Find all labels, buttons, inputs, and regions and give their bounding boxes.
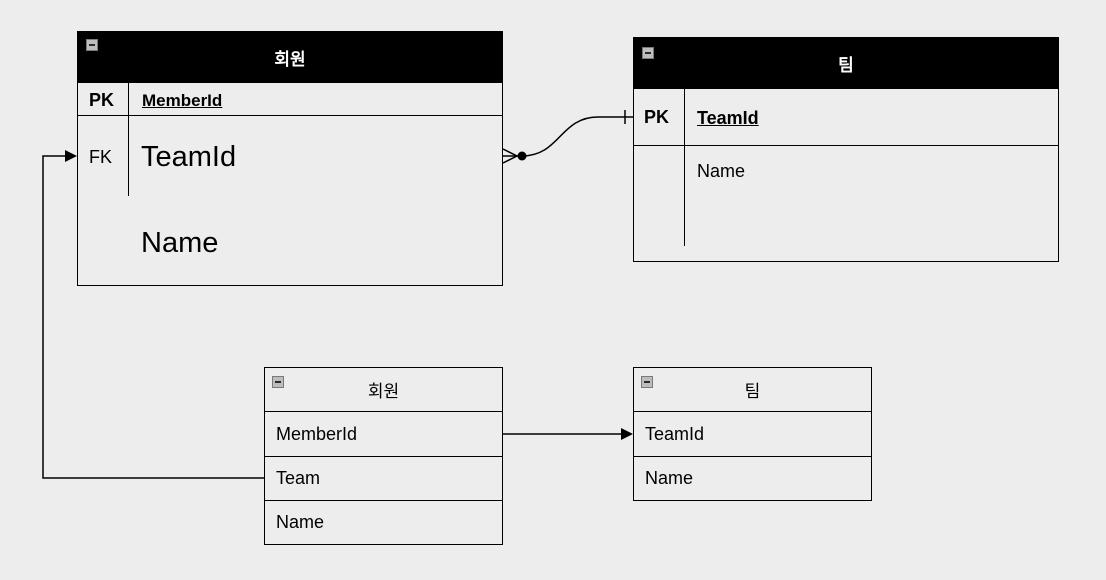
object-team-field-row: Name	[634, 456, 871, 500]
object-member-field-row: Team	[265, 456, 502, 500]
object-member-header: 회원	[265, 368, 502, 412]
erd-team-key-column-divider	[684, 89, 685, 246]
object-team-field-teamid: TeamId	[645, 423, 705, 444]
object-team-field-name: Name	[645, 468, 694, 488]
object-member-field-name: Name	[276, 512, 325, 532]
erd-team-table: 팀 PK TeamId Name	[633, 37, 1059, 262]
collapse-icon[interactable]	[272, 376, 284, 388]
object-member-field-row: MemberId	[265, 412, 502, 456]
erd-member-title: 회원	[274, 50, 306, 69]
object-team-class: 팀 TeamId Name	[633, 367, 872, 501]
arrow-head-icon	[65, 150, 77, 162]
optional-circle-icon	[517, 151, 527, 161]
object-team-header: 팀	[634, 368, 871, 412]
erd-team-pk-label: PK	[644, 107, 670, 127]
erd-member-pk-field: MemberId	[142, 91, 223, 110]
erd-team-header: 팀	[634, 38, 1058, 89]
arrow-head-icon	[621, 428, 633, 440]
erd-team-name-field: Name	[697, 161, 746, 181]
erd-member-name-field: Name	[141, 227, 219, 259]
object-member-field-team: Team	[276, 468, 321, 488]
erd-team-title: 팀	[838, 56, 854, 75]
object-member-title: 회원	[367, 382, 400, 401]
erd-member-pk-label: PK	[89, 90, 115, 110]
erd-member-key-column-divider	[128, 83, 129, 196]
erd-member-divider	[78, 115, 502, 116]
erd-team-pk-field: TeamId	[697, 108, 759, 128]
erd-team-divider	[634, 145, 1058, 146]
erd-member-fk-label: FK	[89, 147, 113, 167]
erd-member-table: 회원 PK MemberId FK TeamId Name	[77, 31, 503, 286]
erd-member-fk-field: TeamId	[141, 141, 237, 173]
crows-foot-many-icon	[502, 148, 519, 164]
object-member-field-row: Name	[265, 500, 502, 544]
collapse-icon[interactable]	[86, 39, 98, 51]
mapping-arrow-line	[42, 155, 264, 479]
collapse-icon[interactable]	[642, 47, 654, 59]
object-team-title: 팀	[744, 382, 761, 401]
object-team-field-row: TeamId	[634, 412, 871, 456]
collapse-icon[interactable]	[641, 376, 653, 388]
object-member-field-memberid: MemberId	[276, 423, 358, 444]
erd-member-header: 회원	[78, 32, 502, 83]
erd-relationship-connector	[503, 116, 633, 157]
object-member-class: 회원 MemberId Team Name	[264, 367, 503, 545]
